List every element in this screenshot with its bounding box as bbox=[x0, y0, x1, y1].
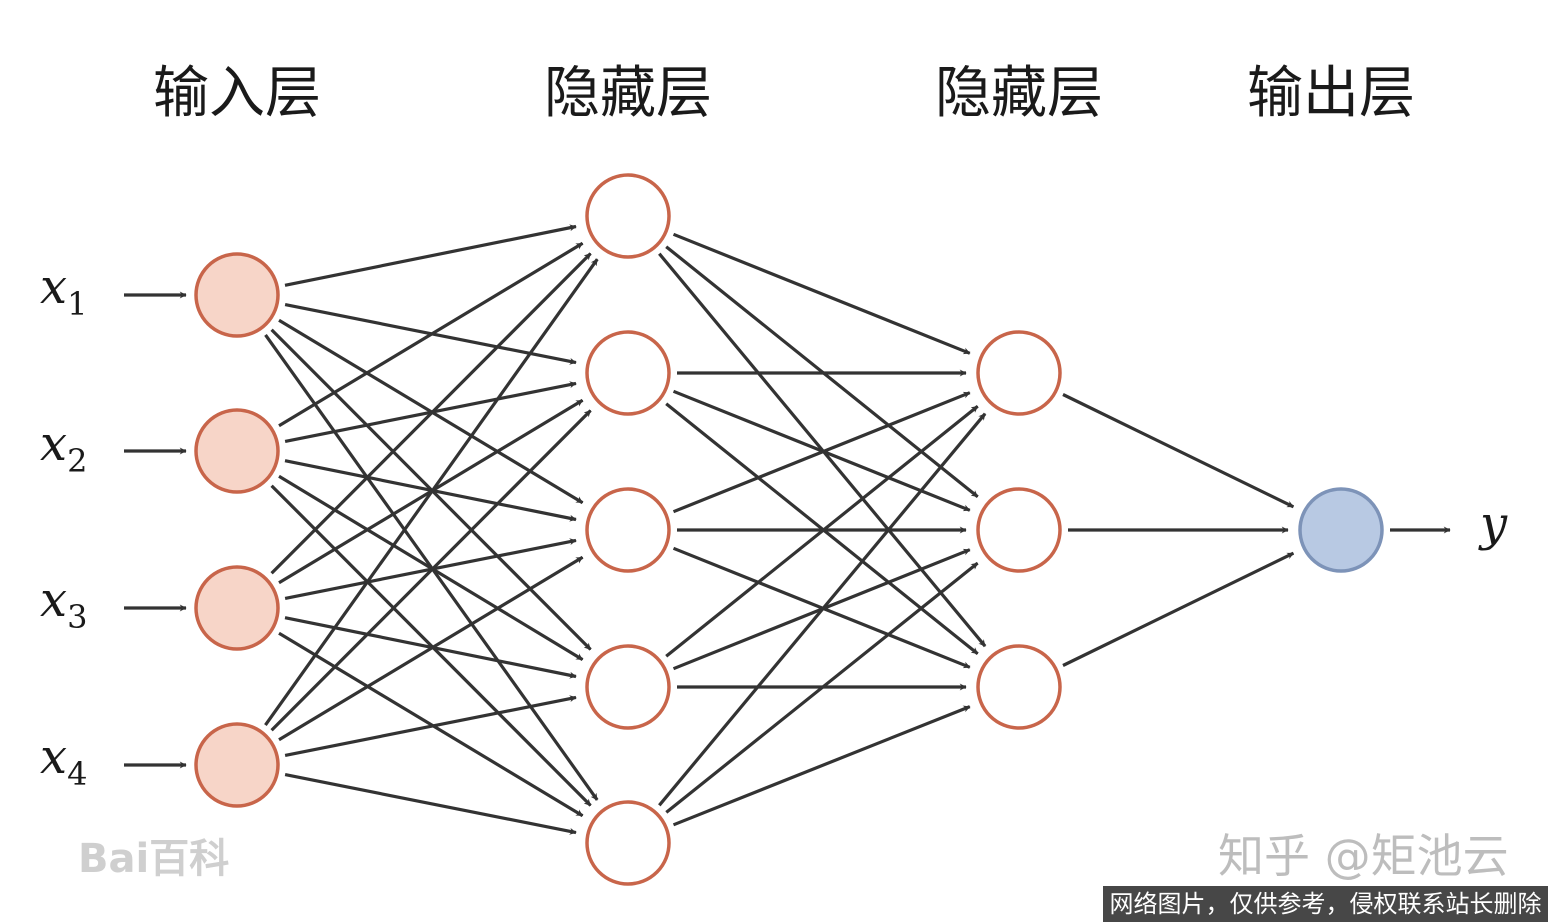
input-node-4 bbox=[194, 722, 280, 808]
input-label-4: x4 bbox=[40, 729, 87, 793]
input-node-3 bbox=[194, 565, 280, 651]
edge-l2-n5-to-n3 bbox=[672, 705, 971, 827]
edge-l2-n4-to-n1 bbox=[665, 404, 979, 658]
edge-l3-n1-to-n1 bbox=[1062, 393, 1295, 509]
input-label-1-sub: 1 bbox=[67, 285, 87, 323]
input-label-1-var: x bbox=[40, 259, 67, 315]
edge-l1-n3-to-n1 bbox=[270, 252, 592, 575]
copyright-notice: 网络图片，仅供参考，侵权联系站长删除 bbox=[1103, 886, 1548, 922]
hidden1-node-1 bbox=[585, 173, 671, 259]
edge-l1-n4-to-n3 bbox=[278, 555, 584, 742]
connection-edges bbox=[264, 224, 1295, 835]
hidden1-node-5 bbox=[585, 800, 671, 886]
hidden2-node-1 bbox=[976, 330, 1062, 416]
edge-l1-n2-to-n1 bbox=[278, 241, 584, 428]
edge-l1-n4-to-n4 bbox=[284, 695, 577, 757]
input-label-2-var: x bbox=[40, 416, 67, 472]
input-node-1 bbox=[194, 252, 280, 338]
input-label-4-var: x bbox=[40, 729, 67, 785]
edge-l2-n3-to-n1 bbox=[672, 391, 971, 514]
input-label-2-sub: 2 bbox=[67, 442, 87, 480]
hidden1-node-2 bbox=[585, 330, 671, 416]
svg-text:x1: x1 bbox=[40, 259, 87, 323]
input-label-3-sub: 3 bbox=[67, 598, 87, 636]
edge-l3-n3-to-n1 bbox=[1062, 551, 1295, 667]
input-label-1: x1 bbox=[40, 259, 87, 323]
input-label-4-sub: 4 bbox=[67, 755, 87, 793]
layer-title-hidden-2: 隐藏层 bbox=[935, 61, 1103, 126]
hidden1-node-4 bbox=[585, 644, 671, 730]
edge-l2-n5-to-n2 bbox=[665, 561, 979, 814]
edge-l1-n4-to-n5 bbox=[284, 773, 577, 835]
zhihu-watermark: 知乎 @矩池云 bbox=[1218, 829, 1509, 883]
baidu-watermark: Bai百科 bbox=[78, 836, 229, 882]
network-nodes bbox=[194, 173, 1384, 886]
svg-text:x4: x4 bbox=[40, 729, 87, 793]
io-arrows bbox=[124, 291, 1451, 769]
hidden2-node-3 bbox=[976, 644, 1062, 730]
output-node-1 bbox=[1298, 487, 1384, 573]
layer-title-hidden-1: 隐藏层 bbox=[544, 61, 712, 126]
edge-l1-n4-to-n1 bbox=[264, 258, 599, 727]
edge-l2-n5-to-n1 bbox=[658, 412, 987, 807]
output-label: y bbox=[1478, 496, 1508, 552]
svg-text:x2: x2 bbox=[40, 416, 87, 480]
input-node-2 bbox=[194, 408, 280, 494]
hidden2-node-2 bbox=[976, 487, 1062, 573]
svg-text:x3: x3 bbox=[40, 572, 87, 636]
layer-title-output: 输出层 bbox=[1247, 61, 1415, 126]
edge-l1-n1-to-n1 bbox=[284, 224, 577, 287]
hidden1-node-3 bbox=[585, 487, 671, 573]
layer-title-input: 输入层 bbox=[153, 61, 321, 126]
edge-l1-n4-to-n2 bbox=[270, 409, 592, 732]
input-label-3-var: x bbox=[40, 572, 67, 628]
edge-l2-n1-to-n1 bbox=[672, 232, 971, 355]
input-label-3: x3 bbox=[40, 572, 87, 636]
edge-l1-n3-to-n5 bbox=[278, 631, 584, 818]
input-label-2: x2 bbox=[40, 416, 87, 480]
